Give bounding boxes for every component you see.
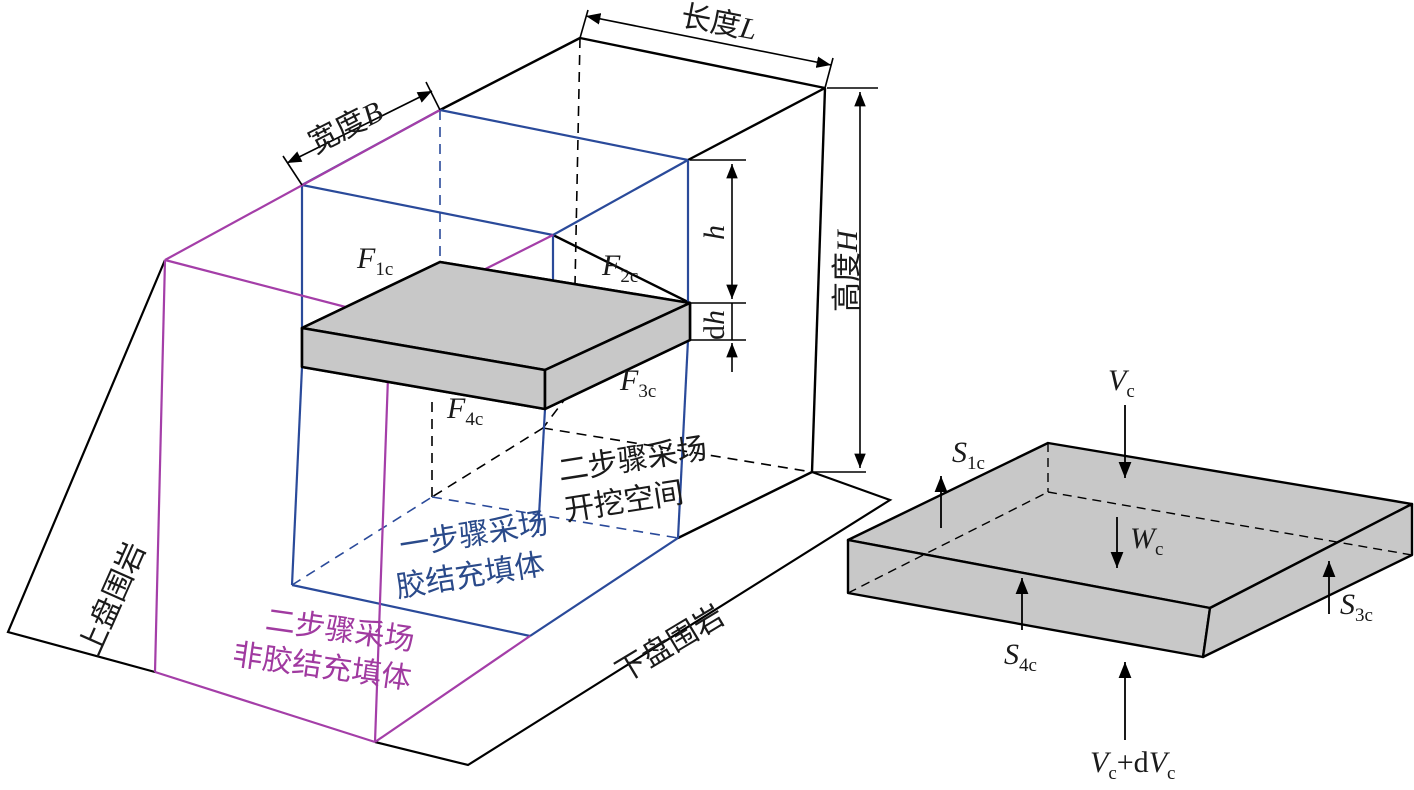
force-f4c-label: F4c [446, 392, 483, 430]
footwall-plane [374, 470, 893, 767]
element-force-arrows [934, 405, 1336, 740]
width-label: 宽度B [303, 94, 389, 161]
element-hidden-edges [847, 443, 1413, 594]
free-body-element [846, 441, 1414, 659]
force-f3c-label: F3c [619, 364, 656, 402]
s1c-label: S1c [952, 436, 985, 474]
h-label: h [698, 225, 731, 240]
hanging-wall-label: 上盘围岩 [72, 537, 153, 661]
region-step2-fill-label: 二步骤采场 非胶结充填体 [230, 603, 416, 697]
vcdvc-label: Vc+dVc [1090, 746, 1175, 784]
slab-element [300, 260, 692, 411]
element-side-face [1201, 502, 1414, 659]
height-label: 高度H [830, 228, 865, 312]
vc-label: Vc [1108, 364, 1135, 402]
dh-label: dh [698, 310, 731, 340]
ground-planes [6, 259, 893, 767]
svg-text:二步骤采场: 二步骤采场 [556, 431, 710, 489]
force-f2c-label: F2c [601, 249, 638, 287]
force-f1c-label: F1c [356, 242, 393, 280]
region-step1-fill-label: 一步骤采场 胶结充填体 [393, 506, 550, 605]
footwall-label: 下盘围岩 [610, 598, 731, 690]
hanging-wall-plane [6, 259, 167, 674]
dimension-lines [282, 9, 878, 473]
hidden-edges [431, 37, 813, 498]
wc-label: Wc [1130, 522, 1163, 560]
s4c-label: S4c [1004, 638, 1037, 676]
length-label: 长度L [678, 0, 760, 48]
step1-fill-hidden [291, 110, 679, 586]
s3c-label: S3c [1340, 588, 1373, 626]
region-step2-open-label: 二步骤采场 开挖空间 [556, 431, 710, 529]
